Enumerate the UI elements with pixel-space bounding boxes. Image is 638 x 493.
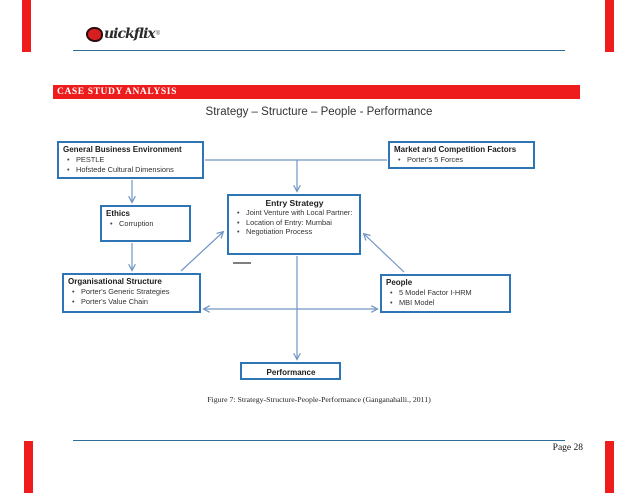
box-market-and-competition-factors: Market and Competition Factors Porter's … xyxy=(388,141,535,169)
box-ethics: Ethics Corruption xyxy=(100,205,191,242)
box-bullet-list: Porter's 5 Forces xyxy=(390,155,533,165)
box-title: Performance xyxy=(266,368,316,377)
corner-bar-bottom-left xyxy=(24,441,33,493)
corner-bar-top-right xyxy=(605,0,614,52)
quickflix-q-icon xyxy=(86,26,103,42)
corner-bar-bottom-right xyxy=(605,441,614,493)
footer-rule xyxy=(73,440,565,441)
corner-bar-top-left xyxy=(22,0,31,52)
quickflix-logo-text: uickflix xyxy=(104,26,156,42)
box-general-business-environment: General Business Environment PESTLE Hofs… xyxy=(57,141,204,179)
quickflix-logo: uickflix ® xyxy=(86,24,160,44)
box-title: Entry Strategy xyxy=(265,198,324,208)
bullet-item: Corruption xyxy=(102,219,187,229)
box-bullet-list: Corruption xyxy=(102,219,189,229)
box-performance: Performance xyxy=(240,362,341,380)
box-bullet-list: PESTLE Hofstede Cultural Dimensions xyxy=(59,155,202,174)
box-organisational-structure: Organisational Structure Porter's Generi… xyxy=(62,273,201,313)
box-bullet-list: 5 Model Factor I-HRM MBI Model xyxy=(382,288,509,307)
figure-caption: Figure 7: Strategy-Structure-People-Perf… xyxy=(207,395,431,404)
bullet-item: Negotiation Process xyxy=(229,227,357,237)
bullet-item: Location of Entry: Mumbai xyxy=(229,218,357,228)
section-banner: CASE STUDY ANALYSIS xyxy=(53,85,580,99)
slide-title: Strategy – Structure – People - Performa… xyxy=(205,106,433,118)
bullet-item: 5 Model Factor I-HRM xyxy=(382,288,507,298)
box-title: Ethics xyxy=(106,209,131,218)
page-number: Page 28 xyxy=(552,443,583,453)
box-title: General Business Environment xyxy=(63,145,182,154)
bullet-item: PESTLE xyxy=(59,155,200,165)
box-title: People xyxy=(386,278,413,287)
bullet-item: Porter's Generic Strategies xyxy=(64,287,197,297)
bullet-item: Hofstede Cultural Dimensions xyxy=(59,165,200,175)
bullet-item: Porter's 5 Forces xyxy=(390,155,531,165)
registered-trademark-icon: ® xyxy=(155,31,161,37)
box-bullet-list: Joint Venture with Local Partner: Locati… xyxy=(229,208,359,237)
box-bullet-list: Porter's Generic Strategies Porter's Val… xyxy=(64,287,199,306)
header-rule xyxy=(73,50,565,51)
box-entry-strategy: Entry Strategy Joint Venture with Local … xyxy=(227,194,361,255)
box-people: People 5 Model Factor I-HRM MBI Model xyxy=(380,274,511,313)
box-title: Market and Competition Factors xyxy=(394,145,517,154)
box-title: Organisational Structure xyxy=(68,277,162,286)
arrow-people-to-entry xyxy=(362,232,405,273)
bullet-item: MBI Model xyxy=(382,298,507,308)
bullet-item: Porter's Value Chain xyxy=(64,297,197,307)
bullet-item: Joint Venture with Local Partner: xyxy=(229,208,357,218)
